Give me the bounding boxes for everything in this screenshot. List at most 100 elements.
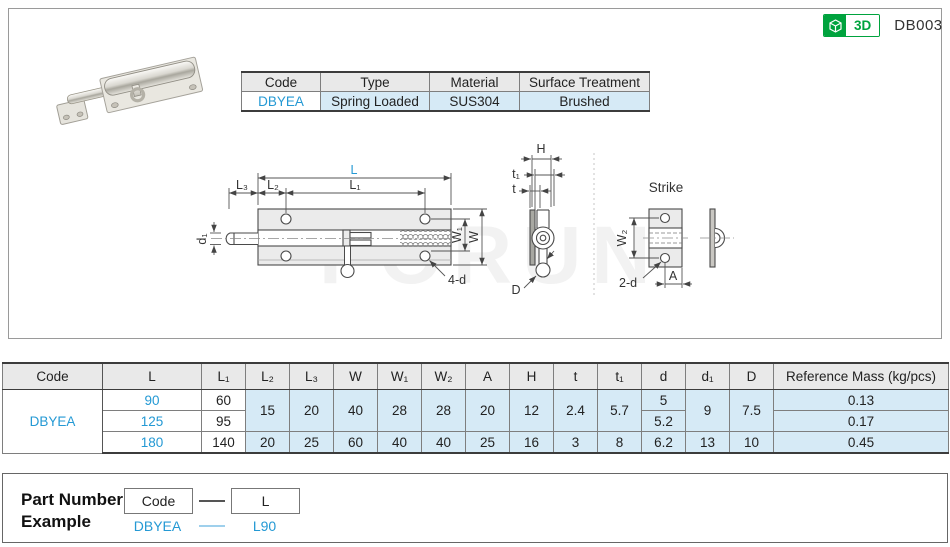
spec-header-surface: Surface Treatment bbox=[519, 71, 650, 92]
dim-label-H: H bbox=[536, 142, 545, 156]
cell-W: 60 bbox=[333, 431, 378, 454]
dim-header-H: H bbox=[509, 362, 554, 390]
front-view-dimensions bbox=[210, 173, 487, 277]
cell-H: 16 bbox=[509, 431, 554, 454]
cell-A: 25 bbox=[465, 431, 510, 454]
front-view bbox=[211, 208, 455, 279]
spec-material-value: SUS304 bbox=[429, 91, 520, 112]
pne-l-box: L bbox=[231, 488, 300, 514]
technical-drawing: L L₃ L₂ L₁ d₁ W₁ W 4-d bbox=[195, 142, 734, 298]
cell-A: 20 bbox=[465, 389, 510, 432]
cell-L[interactable]: 180 bbox=[102, 431, 202, 454]
spec-value-row: DBYEA Spring Loaded SUS304 Brushed bbox=[241, 91, 650, 112]
header-right: 3D DB003 bbox=[823, 14, 943, 37]
dim-label-4d: 4-d bbox=[448, 273, 466, 287]
cell-W2: 28 bbox=[421, 389, 466, 432]
strike-dimensions bbox=[629, 217, 692, 288]
spec-table: Code Type Material Surface Treatment DBY… bbox=[241, 71, 650, 112]
cell-D: 10 bbox=[729, 431, 774, 454]
cell-mass: 0.17 bbox=[773, 410, 949, 432]
product-photo bbox=[56, 56, 204, 125]
cell-L[interactable]: 90 bbox=[102, 389, 202, 411]
dim-header-mass: Reference Mass (kg/pcs) bbox=[773, 362, 949, 390]
dim-header-W2: W₂ bbox=[421, 362, 466, 390]
cell-W1: 40 bbox=[377, 431, 422, 454]
cell-t1: 8 bbox=[597, 431, 642, 454]
dim-header-L2: L₂ bbox=[245, 362, 290, 390]
dim-header-D: D bbox=[729, 362, 774, 390]
table-row: 125 95 5.2 0.17 bbox=[3, 410, 949, 432]
pne-example-code: DBYEA bbox=[133, 518, 182, 534]
cell-mass: 0.13 bbox=[773, 389, 949, 411]
cube-3d-icon bbox=[824, 15, 846, 36]
strike-side-view bbox=[700, 208, 734, 268]
spec-code-value[interactable]: DBYEA bbox=[241, 91, 321, 112]
dim-label-t1: t₁ bbox=[512, 167, 520, 181]
dimension-table: Code L L₁ L₂ L₃ W W₁ W₂ A H t t₁ d d₁ D … bbox=[2, 362, 949, 454]
cell-L2: 20 bbox=[245, 431, 290, 454]
table-row: 180 140 20 25 60 40 40 25 16 3 8 6.2 13 … bbox=[3, 431, 949, 454]
strike-front-view bbox=[643, 208, 688, 268]
cell-t: 2.4 bbox=[553, 389, 598, 432]
cell-code[interactable]: DBYEA bbox=[2, 389, 103, 454]
cell-W1: 28 bbox=[377, 389, 422, 432]
dim-header-L: L bbox=[102, 362, 202, 390]
dim-header-d: d bbox=[641, 362, 686, 390]
cell-t1: 5.7 bbox=[597, 389, 642, 432]
spec-header-code: Code bbox=[241, 71, 321, 92]
dim-label-L3: L₃ bbox=[236, 178, 248, 192]
cell-d: 5 bbox=[641, 389, 686, 411]
dim-label-d1: d₁ bbox=[195, 233, 209, 244]
spec-header-row: Code Type Material Surface Treatment bbox=[241, 71, 650, 92]
spec-header-type: Type bbox=[320, 71, 430, 92]
pne-dash bbox=[199, 500, 225, 502]
dim-header-t: t bbox=[553, 362, 598, 390]
cell-D: 7.5 bbox=[729, 389, 774, 432]
spec-type-value: Spring Loaded bbox=[320, 91, 430, 112]
dim-header-W: W bbox=[333, 362, 378, 390]
cell-L3: 25 bbox=[289, 431, 334, 454]
dim-header-d1: d₁ bbox=[685, 362, 730, 390]
pne-dash-blue bbox=[199, 525, 225, 527]
dim-label-W1: W₁ bbox=[450, 227, 464, 243]
dim-header-t1: t₁ bbox=[597, 362, 642, 390]
cell-H: 12 bbox=[509, 389, 554, 432]
dim-header-code: Code bbox=[2, 362, 103, 390]
side-view bbox=[529, 209, 555, 278]
dim-label-L1: L₁ bbox=[349, 178, 360, 192]
strike-title: Strike bbox=[649, 180, 684, 195]
pne-code-box: Code bbox=[124, 488, 193, 514]
dim-label-W2: W₂ bbox=[615, 230, 629, 247]
dim-header-A: A bbox=[465, 362, 510, 390]
cell-d: 6.2 bbox=[641, 431, 686, 454]
spec-surface-value: Brushed bbox=[519, 91, 650, 112]
badge-3d[interactable]: 3D bbox=[823, 14, 881, 37]
dim-label-2d: 2-d bbox=[619, 276, 637, 290]
cell-L[interactable]: 125 bbox=[102, 410, 202, 432]
cell-d1: 9 bbox=[685, 389, 730, 432]
pne-title-line2: Example bbox=[21, 512, 91, 531]
dim-header-L3: L₃ bbox=[289, 362, 334, 390]
badge-3d-label: 3D bbox=[846, 15, 880, 36]
dim-label-W: W bbox=[467, 231, 481, 243]
dim-header-W1: W₁ bbox=[377, 362, 422, 390]
main-panel: FORUN bbox=[8, 8, 942, 339]
cell-W: 40 bbox=[333, 389, 378, 432]
product-code: DB003 bbox=[894, 17, 943, 34]
cell-t: 3 bbox=[553, 431, 598, 454]
part-number-example: Part Number Example Code L DBYEA L90 bbox=[2, 473, 948, 543]
cell-d1: 13 bbox=[685, 431, 730, 454]
table-row: DBYEA 90 60 15 20 40 28 28 20 12 2.4 5.7… bbox=[2, 389, 949, 454]
part-number-example-title: Part Number Example bbox=[21, 489, 123, 533]
cell-L2: 15 bbox=[245, 389, 290, 432]
pne-title-line1: Part Number bbox=[21, 490, 124, 509]
dim-label-L2: L₂ bbox=[267, 178, 279, 192]
dim-header-row: Code L L₁ L₂ L₃ W W₁ W₂ A H t t₁ d d₁ D … bbox=[2, 362, 949, 390]
cell-L3: 20 bbox=[289, 389, 334, 432]
dim-label-A: A bbox=[669, 269, 678, 283]
dim-label-D: D bbox=[511, 283, 520, 297]
dim-label-L: L bbox=[351, 163, 358, 177]
cell-L1: 60 bbox=[201, 389, 246, 411]
cell-L1: 95 bbox=[201, 410, 246, 432]
